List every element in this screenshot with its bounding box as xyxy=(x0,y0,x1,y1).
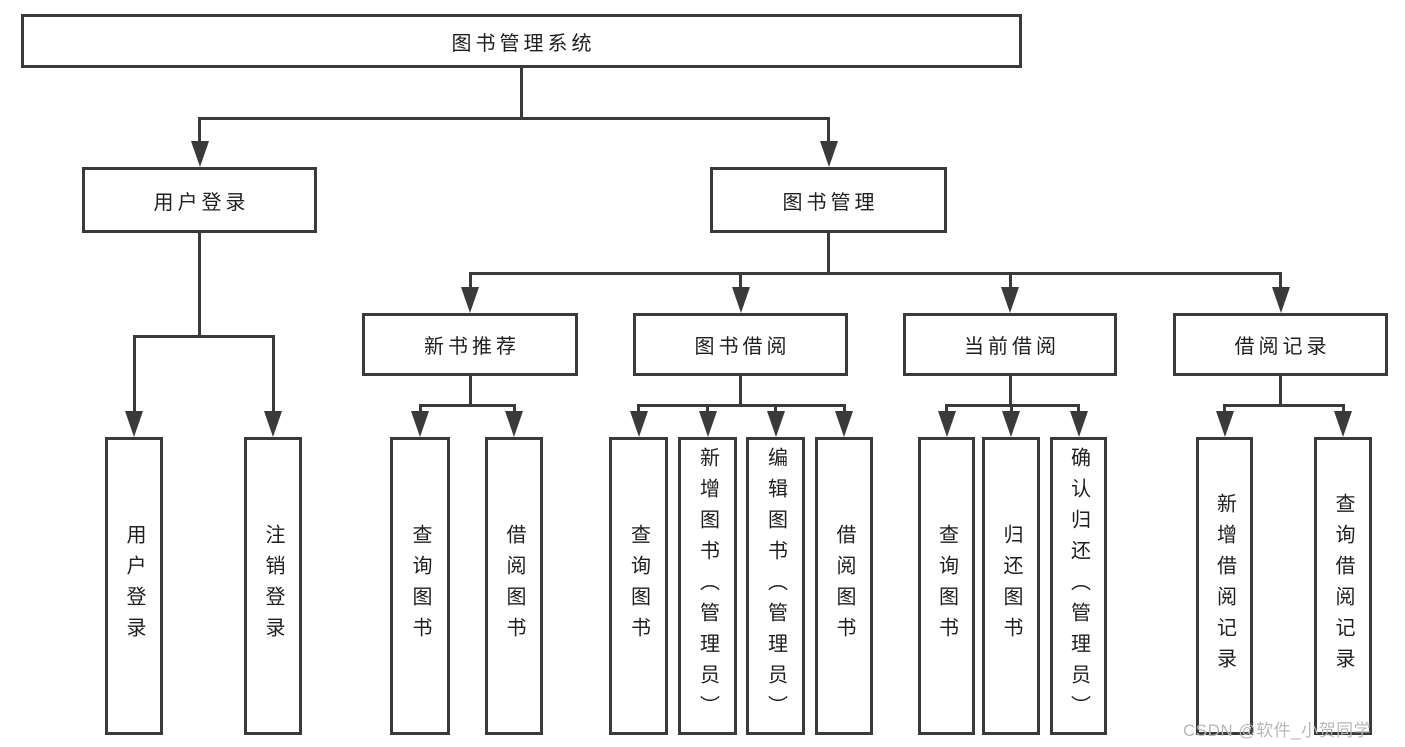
arrow-down-icon xyxy=(505,411,523,437)
node-label: 用户登录 xyxy=(153,191,250,214)
node-label: 查询图书 xyxy=(935,524,958,648)
connector-line xyxy=(418,403,516,407)
node-label: 图书管理 xyxy=(782,191,879,214)
node-leaf-nb-borrow: 借阅图书 xyxy=(485,437,543,735)
connector-line xyxy=(774,405,777,411)
connector-line xyxy=(1223,405,1226,411)
node-leaf-bw-edit: 编辑图书（管理员） xyxy=(746,437,805,735)
connector-line xyxy=(637,405,640,411)
connector-line xyxy=(132,334,275,338)
node-root: 图书管理系统 xyxy=(21,14,1022,68)
connector-line xyxy=(271,336,275,411)
arrow-down-icon xyxy=(766,411,785,437)
arrow-down-icon xyxy=(1002,411,1020,437)
connector-line xyxy=(198,116,830,120)
connector-line xyxy=(1341,405,1345,411)
arrow-down-icon xyxy=(1271,287,1290,313)
node-label: 借阅图书 xyxy=(833,524,855,648)
node-label: 新增借阅记录 xyxy=(1213,493,1236,679)
node-label: 编辑图书（管理员） xyxy=(764,446,787,726)
connector-line xyxy=(1279,376,1282,405)
connector-line xyxy=(512,405,516,411)
connector-line xyxy=(468,273,472,287)
connector-line xyxy=(739,376,742,405)
connector-line xyxy=(1077,405,1080,411)
connector-line xyxy=(1008,376,1012,405)
node-mgmt: 图书管理 xyxy=(710,167,947,233)
arrow-down-icon xyxy=(835,411,853,437)
arrow-down-icon xyxy=(629,411,648,437)
connector-line xyxy=(1223,403,1345,407)
node-leaf-user-login: 用户登录 xyxy=(105,437,163,735)
node-label: 图书借阅 xyxy=(694,336,791,358)
connector-line xyxy=(945,403,1080,407)
connector-line xyxy=(739,273,742,287)
node-login: 用户登录 xyxy=(82,167,317,233)
node-label: 注销登录 xyxy=(262,524,284,648)
arrow-down-icon xyxy=(125,411,143,437)
node-borrow: 图书借阅 xyxy=(633,313,848,376)
arrow-down-icon xyxy=(1215,411,1234,437)
connector-line xyxy=(827,118,830,141)
connector-line xyxy=(198,233,201,336)
connector-line xyxy=(132,336,136,411)
node-label: 新增图书（管理员） xyxy=(696,446,719,726)
arrow-down-icon xyxy=(190,141,209,167)
node-leaf-cur-return: 归还图书 xyxy=(982,437,1040,735)
node-current: 当前借阅 xyxy=(903,313,1117,376)
node-leaf-bw-query: 查询图书 xyxy=(609,437,668,735)
connector-line xyxy=(520,68,523,118)
node-records: 借阅记录 xyxy=(1173,313,1388,376)
connector-line xyxy=(706,405,709,411)
arrow-down-icon xyxy=(698,411,717,437)
node-label: 图书管理系统 xyxy=(451,32,596,55)
connector-line xyxy=(468,271,1282,275)
arrow-down-icon xyxy=(1001,287,1019,313)
node-label: 借阅记录 xyxy=(1234,336,1331,358)
node-leaf-rec-query: 查询借阅记录 xyxy=(1314,437,1372,735)
connector-line xyxy=(198,118,201,141)
node-label: 当前借阅 xyxy=(964,336,1060,358)
connector-line xyxy=(1009,405,1013,411)
connector-line xyxy=(468,376,472,405)
arrow-down-icon xyxy=(461,287,479,313)
node-label: 新书推荐 xyxy=(424,336,520,358)
arrow-down-icon xyxy=(937,411,956,437)
node-leaf-cur-query: 查询图书 xyxy=(918,437,975,735)
node-label: 归还图书 xyxy=(1000,524,1022,648)
node-label: 用户登录 xyxy=(123,524,145,648)
arrow-down-icon xyxy=(411,411,429,437)
connector-line xyxy=(945,405,948,411)
node-leaf-bw-add: 新增图书（管理员） xyxy=(678,437,737,735)
node-label: 借阅图书 xyxy=(503,524,525,648)
node-leaf-cur-confirm: 确认归还（管理员） xyxy=(1050,437,1107,735)
arrow-down-icon xyxy=(264,411,282,437)
arrow-down-icon xyxy=(1334,411,1352,437)
connector-line xyxy=(637,403,846,407)
arrow-down-icon xyxy=(731,287,750,313)
connector-line xyxy=(418,405,422,411)
node-leaf-logout: 注销登录 xyxy=(244,437,302,735)
arrow-down-icon xyxy=(819,141,838,167)
node-leaf-rec-add: 新增借阅记录 xyxy=(1196,437,1253,735)
node-label: 查询图书 xyxy=(409,524,431,648)
connector-line xyxy=(1279,273,1282,287)
node-leaf-bw-borrow: 借阅图书 xyxy=(815,437,873,735)
node-label: 确认归还（管理员） xyxy=(1067,446,1090,726)
arrow-down-icon xyxy=(1069,411,1088,437)
node-leaf-nb-query: 查询图书 xyxy=(390,437,450,735)
node-label: 查询借阅记录 xyxy=(1332,493,1354,679)
connector-line xyxy=(1008,273,1012,287)
connector-line xyxy=(842,405,846,411)
connector-line xyxy=(827,233,830,273)
watermark: CSDN @软件_小贺同学 xyxy=(1183,721,1372,740)
node-newbook: 新书推荐 xyxy=(362,313,578,376)
node-label: 查询图书 xyxy=(627,524,650,648)
